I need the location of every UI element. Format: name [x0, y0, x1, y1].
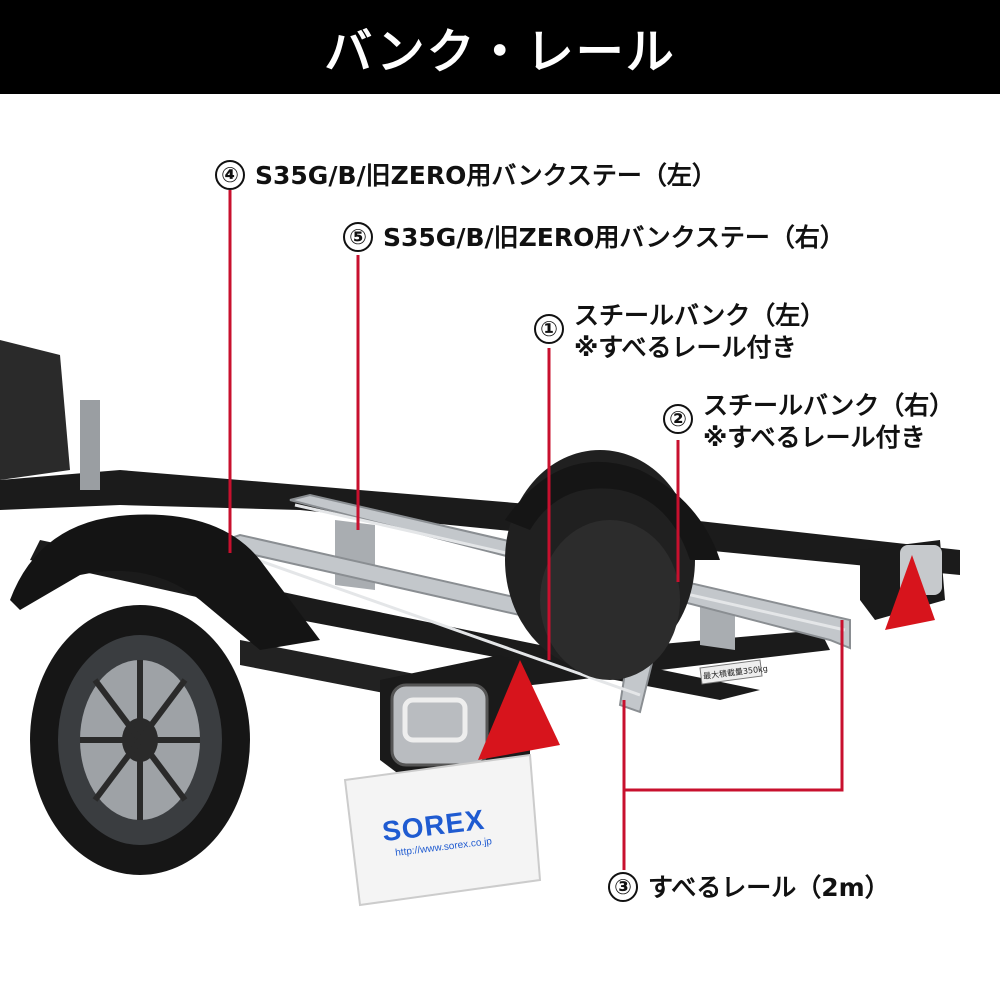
callout-label: S35G/B/旧ZERO用バンクステー（左） [255, 161, 717, 190]
callout-label: スチールバンク（左） [574, 301, 826, 330]
rear-wheel [505, 450, 720, 680]
trailer-photo [0, 190, 960, 907]
callout-number-3: ③ [608, 872, 638, 902]
callout-label: スチールバンク（右） [703, 391, 955, 420]
callout-label: S35G/B/旧ZERO用バンクステー（右） [383, 223, 845, 252]
capacity-sticker [699, 659, 763, 685]
callout-note: ※すべるレール付き [703, 423, 926, 452]
header-bar: バンク・レール [0, 0, 1000, 94]
left-tail-light [380, 655, 560, 775]
front-wheel [10, 514, 320, 875]
callout-number-2: ② [663, 404, 693, 434]
callout-steel-bank-left: ① スチールバンク（左） ※すべるレール付き [534, 300, 825, 364]
callout-note: ※すべるレール付き [574, 333, 797, 362]
right-tail-light [860, 540, 945, 630]
callout-number-1: ① [534, 314, 564, 344]
callout-bank-stay-left: ④ S35G/B/旧ZERO用バンクステー（左） [215, 160, 717, 192]
license-plate [343, 753, 542, 907]
callout-slide-rail: ③ すべるレール（2m） [608, 872, 890, 904]
callout-number-5: ⑤ [343, 222, 373, 252]
callout-label: すべるレール（2m） [648, 873, 890, 902]
leader-lines [228, 190, 844, 870]
callout-steel-bank-right: ② スチールバンク（右） ※すべるレール付き [663, 390, 954, 454]
callout-number-4: ④ [215, 160, 245, 190]
page-title: バンク・レール [324, 24, 676, 80]
callout-bank-stay-right: ⑤ S35G/B/旧ZERO用バンクステー（右） [343, 222, 845, 254]
